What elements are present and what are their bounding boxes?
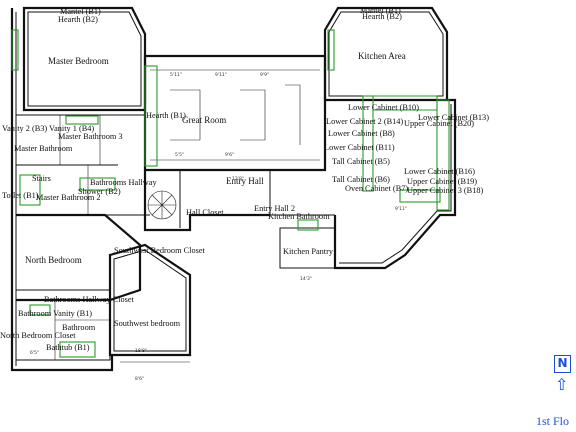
- svg-text:9'11": 9'11": [395, 206, 407, 212]
- label-hearth-b1: Hearth (B1): [146, 111, 186, 120]
- walls: [10, 6, 457, 372]
- label-southwest-bedroom-closet: Southwest Bedroom Closet: [114, 246, 205, 255]
- floor-label: 1st Flo: [536, 414, 570, 428]
- label-kitchen-area: Kitchen Area: [358, 51, 406, 61]
- label-north-bedroom: North Bedroom: [25, 255, 82, 265]
- label-kitchen-bathroom: Kitchen Bathroom: [268, 212, 330, 221]
- north-arrow-icon: ⇧: [555, 375, 569, 394]
- label-master-bedroom: Master Bedroom: [48, 56, 109, 66]
- room-labels: Mantel (B1) Hearth (B2) Mantel (B1) Hear…: [0, 6, 489, 352]
- svg-text:9'6": 9'6": [225, 152, 234, 158]
- label-lower-cabinet-b12: Lower Cabinet 2 (B14): [326, 117, 403, 126]
- label-mantel-b1-right: Mantel (B1): [360, 6, 401, 15]
- label-lower-cabinet-b11: Lower Cabinet (B11): [324, 143, 395, 152]
- label-kitchen-pantry: Kitchen Pantry: [283, 247, 334, 256]
- label-lower-cabinet-b16: Lower Cabinet (B16): [404, 167, 475, 176]
- label-vanity-b3: Vanity 2 (B3): [2, 124, 47, 133]
- label-bathrooms-hallway-closet: Bathrooms Hallway Closet: [44, 295, 135, 304]
- svg-text:5'5": 5'5": [175, 152, 184, 158]
- label-hearth-b2: Hearth (B2): [58, 15, 98, 24]
- north-indicator: N: [554, 355, 571, 373]
- label-lower-cabinet-b13: Lower Cabinet (B13): [418, 113, 489, 122]
- svg-text:6'5": 6'5": [30, 350, 39, 356]
- svg-text:8'6": 8'6": [135, 376, 144, 382]
- label-southwest-bedroom: Southwest bedroom: [114, 319, 181, 328]
- svg-text:18'8": 18'8": [135, 348, 147, 354]
- label-oven-cabinet: Oven Cabinet (B7): [345, 184, 408, 193]
- label-lower-cabinet-b8: Lower Cabinet (B8): [328, 129, 395, 138]
- label-master-bathroom: Master Bathroom: [14, 144, 73, 153]
- label-hall-closet: Hall Closet: [186, 208, 224, 217]
- label-hearth-b2-right: Hearth (B2): [362, 12, 402, 21]
- dimension-labels: 5'11" 9'11" 9'9" 5'5" 9'6" 12'8" 6'5" 18…: [30, 72, 407, 382]
- svg-text:12'8": 12'8": [232, 176, 244, 182]
- label-bathroom: Bathroom: [62, 323, 96, 332]
- label-upper-cabinet-b19: Upper Cabinet (B19): [407, 177, 477, 186]
- cabinets-fixtures: [11, 29, 450, 358]
- label-master-bathroom-2: Master Bathroom 2: [36, 193, 101, 202]
- label-tall-cabinet-b5: Tall Cabinet (B5): [332, 157, 390, 166]
- label-stairs: Stairs: [32, 174, 51, 183]
- label-bathroom-vanity: Bathroom Vanity (B1): [18, 309, 92, 318]
- svg-text:5'11": 5'11": [170, 72, 182, 78]
- label-shower-b2: Shower (B2): [78, 187, 121, 196]
- label-entry-hall: Entry Hall: [226, 176, 264, 186]
- svg-text:14'3": 14'3": [300, 276, 312, 282]
- label-toilet-b1: Toilet (B1): [2, 191, 39, 200]
- svg-text:9'9": 9'9": [260, 72, 269, 78]
- label-upper-cabinet-b20: Upper Cabinet (B20): [404, 119, 474, 128]
- label-north-bedroom-closet: North Bedroom Closet: [0, 331, 76, 340]
- label-great-room: Great Room: [182, 115, 226, 125]
- label-mantel-b1: Mantel (B1): [60, 7, 101, 16]
- label-upper-cabinet-b18: Upper Cabinet 3 (B18): [407, 186, 484, 195]
- label-bathtub-b1: Bathtub (B1): [46, 343, 90, 352]
- label-lower-cabinet-b10: Lower Cabinet (B10): [348, 103, 419, 112]
- label-tall-cabinet-b6: Tall Cabinet (B6): [332, 175, 390, 184]
- svg-text:9'11": 9'11": [215, 72, 227, 78]
- label-vanity-b4: Vanity 1 (B4): [49, 124, 94, 133]
- label-master-bathroom-3: Master Bathroom 3: [58, 132, 123, 141]
- label-entry-hall-2: Entry Hall 2: [254, 204, 295, 213]
- label-bathrooms-hallway: Bathrooms Hallway: [90, 178, 157, 187]
